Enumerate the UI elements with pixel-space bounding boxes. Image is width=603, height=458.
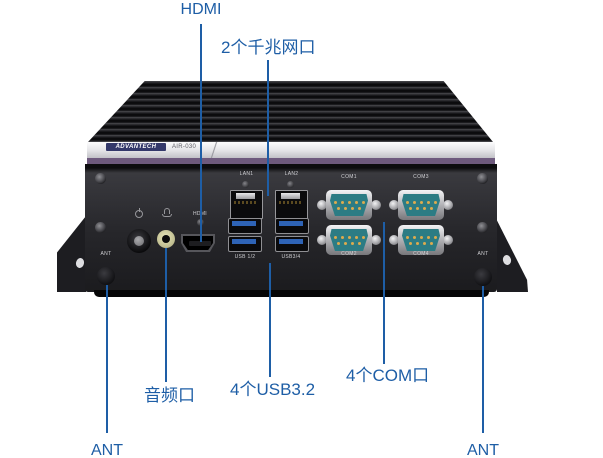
- audio-jack-port: [157, 230, 175, 248]
- ant-left-callout-label: ANT: [91, 442, 123, 458]
- hdmi-port-label: HDMI: [188, 211, 212, 217]
- lan2-port: [275, 190, 308, 219]
- usb-port-2: [228, 236, 262, 252]
- screw: [477, 222, 488, 233]
- com1-label: COM1: [341, 174, 357, 180]
- mount-bracket-left: [57, 216, 86, 292]
- ant-left-callout-line: [106, 285, 108, 433]
- hdmi-callout-line: [200, 24, 202, 242]
- usb12-label: USB 1/2: [234, 254, 256, 260]
- antenna-hole-left: [97, 267, 115, 285]
- usb-tongue: [279, 221, 303, 226]
- lan-pins: [279, 201, 302, 204]
- db9-face: [402, 229, 440, 251]
- lan-callout-label: 2个千兆网口: [221, 38, 316, 57]
- brand-logo: ADVANTECH: [106, 143, 166, 151]
- power-symbol-icon: [135, 208, 143, 218]
- audio-symbol-base: [162, 214, 172, 217]
- power-button: [127, 229, 151, 253]
- screw-small: [242, 181, 249, 188]
- usb-callout-line: [269, 263, 271, 377]
- hdmi-port: [181, 234, 215, 252]
- screw: [477, 173, 488, 184]
- usb34-label: USB3/4: [281, 254, 301, 260]
- com1-port: [317, 189, 381, 221]
- heatsink-fins: [88, 81, 493, 142]
- power-button-core: [134, 236, 144, 246]
- com3-label: COM3: [413, 174, 429, 180]
- com2-port: [317, 224, 381, 256]
- com4-label: COM4: [413, 251, 429, 257]
- db9-face: [402, 194, 440, 216]
- usb-port-4: [275, 236, 309, 252]
- lan1-port: [230, 190, 263, 219]
- audio-callout-label: 音频口: [144, 386, 195, 405]
- screw-small: [287, 181, 294, 188]
- usb-tongue: [279, 239, 303, 244]
- db9-face: [330, 194, 368, 216]
- audio-symbol-icon: [162, 208, 172, 217]
- ant-right-callout-label: ANT: [467, 442, 499, 458]
- usb-port-1: [228, 218, 262, 234]
- com4-port: [389, 224, 453, 256]
- usb-tongue: [232, 239, 256, 244]
- antenna-hole-right: [474, 268, 492, 286]
- power-symbol-bar: [138, 208, 140, 212]
- db9-nut: [317, 235, 327, 245]
- db9-nut: [443, 235, 453, 245]
- hdmi-slot: [189, 241, 211, 246]
- hdmi-callout-label: HDMI: [180, 1, 222, 18]
- audio-symbol-head: [164, 208, 170, 214]
- usb-tongue: [232, 221, 256, 226]
- audio-jack-hole: [162, 235, 170, 243]
- ant-right-port-label: ANT: [477, 251, 489, 257]
- db9-nut: [389, 200, 399, 210]
- lan-pins: [234, 201, 257, 204]
- db9-nut: [317, 200, 327, 210]
- screw: [95, 222, 106, 233]
- lan-latch: [281, 193, 300, 199]
- db9-nut: [389, 235, 399, 245]
- com2-label: COM2: [341, 251, 357, 257]
- lan2-label: LAN2: [284, 171, 299, 177]
- com-callout-line: [383, 222, 385, 364]
- ant-left-port-label: ANT: [100, 251, 112, 257]
- screw: [95, 173, 106, 184]
- purple-accent-stripe: [87, 158, 495, 164]
- lan1-label: LAN1: [239, 171, 254, 177]
- usb-port-3: [275, 218, 309, 234]
- ant-right-callout-line: [482, 286, 484, 433]
- lan-latch: [236, 193, 255, 199]
- chassis-bottom-edge: [94, 290, 489, 297]
- com3-port: [389, 189, 453, 221]
- hdmi-port-inner: [183, 236, 213, 250]
- model-label: AIR-030: [172, 144, 197, 150]
- db9-nut: [371, 235, 381, 245]
- front-bezel-band: [87, 142, 495, 158]
- lan-callout-line: [267, 60, 269, 196]
- db9-nut: [443, 200, 453, 210]
- com-callout-label: 4个COM口: [346, 366, 430, 385]
- audio-callout-line: [165, 248, 167, 382]
- mount-bracket-right: [497, 220, 528, 292]
- db9-face: [330, 229, 368, 251]
- db9-nut: [371, 200, 381, 210]
- usb-callout-label: 4个USB3.2: [230, 380, 316, 399]
